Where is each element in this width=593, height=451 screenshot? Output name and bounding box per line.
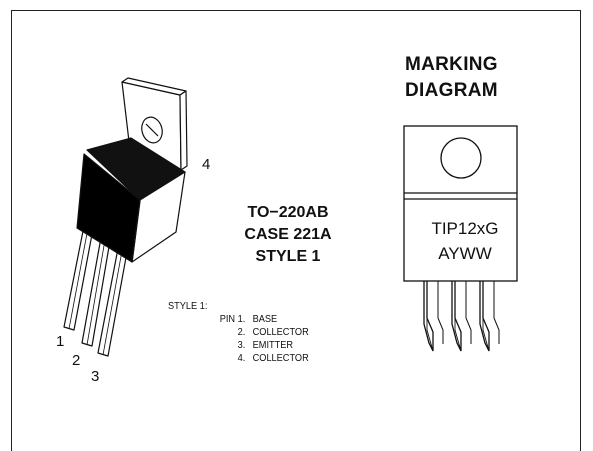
style-table-row: 2. COLLECTOR (168, 326, 309, 339)
marking-lead-1 (423, 281, 434, 352)
style-pin-table: STYLE 1: PIN 1. BASE 2. COLLECTOR 3. EMI… (168, 300, 309, 365)
marking-lead-2 (451, 281, 462, 352)
pin-label-2: 2 (72, 352, 81, 369)
pin-function: COLLECTOR (252, 353, 309, 364)
pin-label-3: 3 (91, 368, 100, 385)
package-case-info: TO−220AB CASE 221A STYLE 1 (224, 202, 352, 268)
pin-function: BASE (252, 314, 278, 325)
style-table-header: STYLE 1: (168, 301, 208, 312)
marking-hole (440, 137, 482, 179)
marking-title-line-1: MARKING (405, 54, 498, 75)
pin-label-4: 4 (202, 156, 211, 173)
pin-function: COLLECTOR (252, 327, 309, 338)
marking-lead-3 (479, 281, 490, 352)
marking-code-line-1: TIP12xG (431, 219, 499, 238)
style-table-row: PIN 1. BASE (168, 313, 309, 326)
case-number: CASE 221A (244, 226, 332, 243)
mounting-hole-highlight (145, 123, 159, 137)
marking-diagram-title: MARKING DIAGRAM (405, 52, 498, 104)
heatsink-tab-side (179, 90, 188, 171)
style-table-header-row: STYLE 1: (168, 300, 309, 313)
pin-key: PIN 1. (219, 314, 246, 325)
style-number: STYLE 1 (255, 248, 321, 265)
pin-function: EMITTER (252, 340, 294, 351)
marking-code: TIP12xG AYWW (411, 216, 519, 266)
pin-key: 4. (237, 353, 246, 364)
pin-key: 2. (237, 327, 246, 338)
marking-title-line-2: DIAGRAM (405, 80, 498, 101)
marking-leads (423, 281, 500, 352)
style-table-row: 3. EMITTER (168, 339, 309, 352)
style-table-row: 4. COLLECTOR (168, 352, 309, 365)
to220-package-illustration (63, 77, 188, 357)
pin-key: 3. (237, 340, 246, 351)
diagram-frame (11, 10, 581, 451)
package-type: TO−220AB (247, 204, 329, 221)
pin-label-1: 1 (56, 333, 65, 350)
marking-package-outline (403, 125, 518, 352)
marking-code-line-2: AYWW (438, 244, 492, 263)
